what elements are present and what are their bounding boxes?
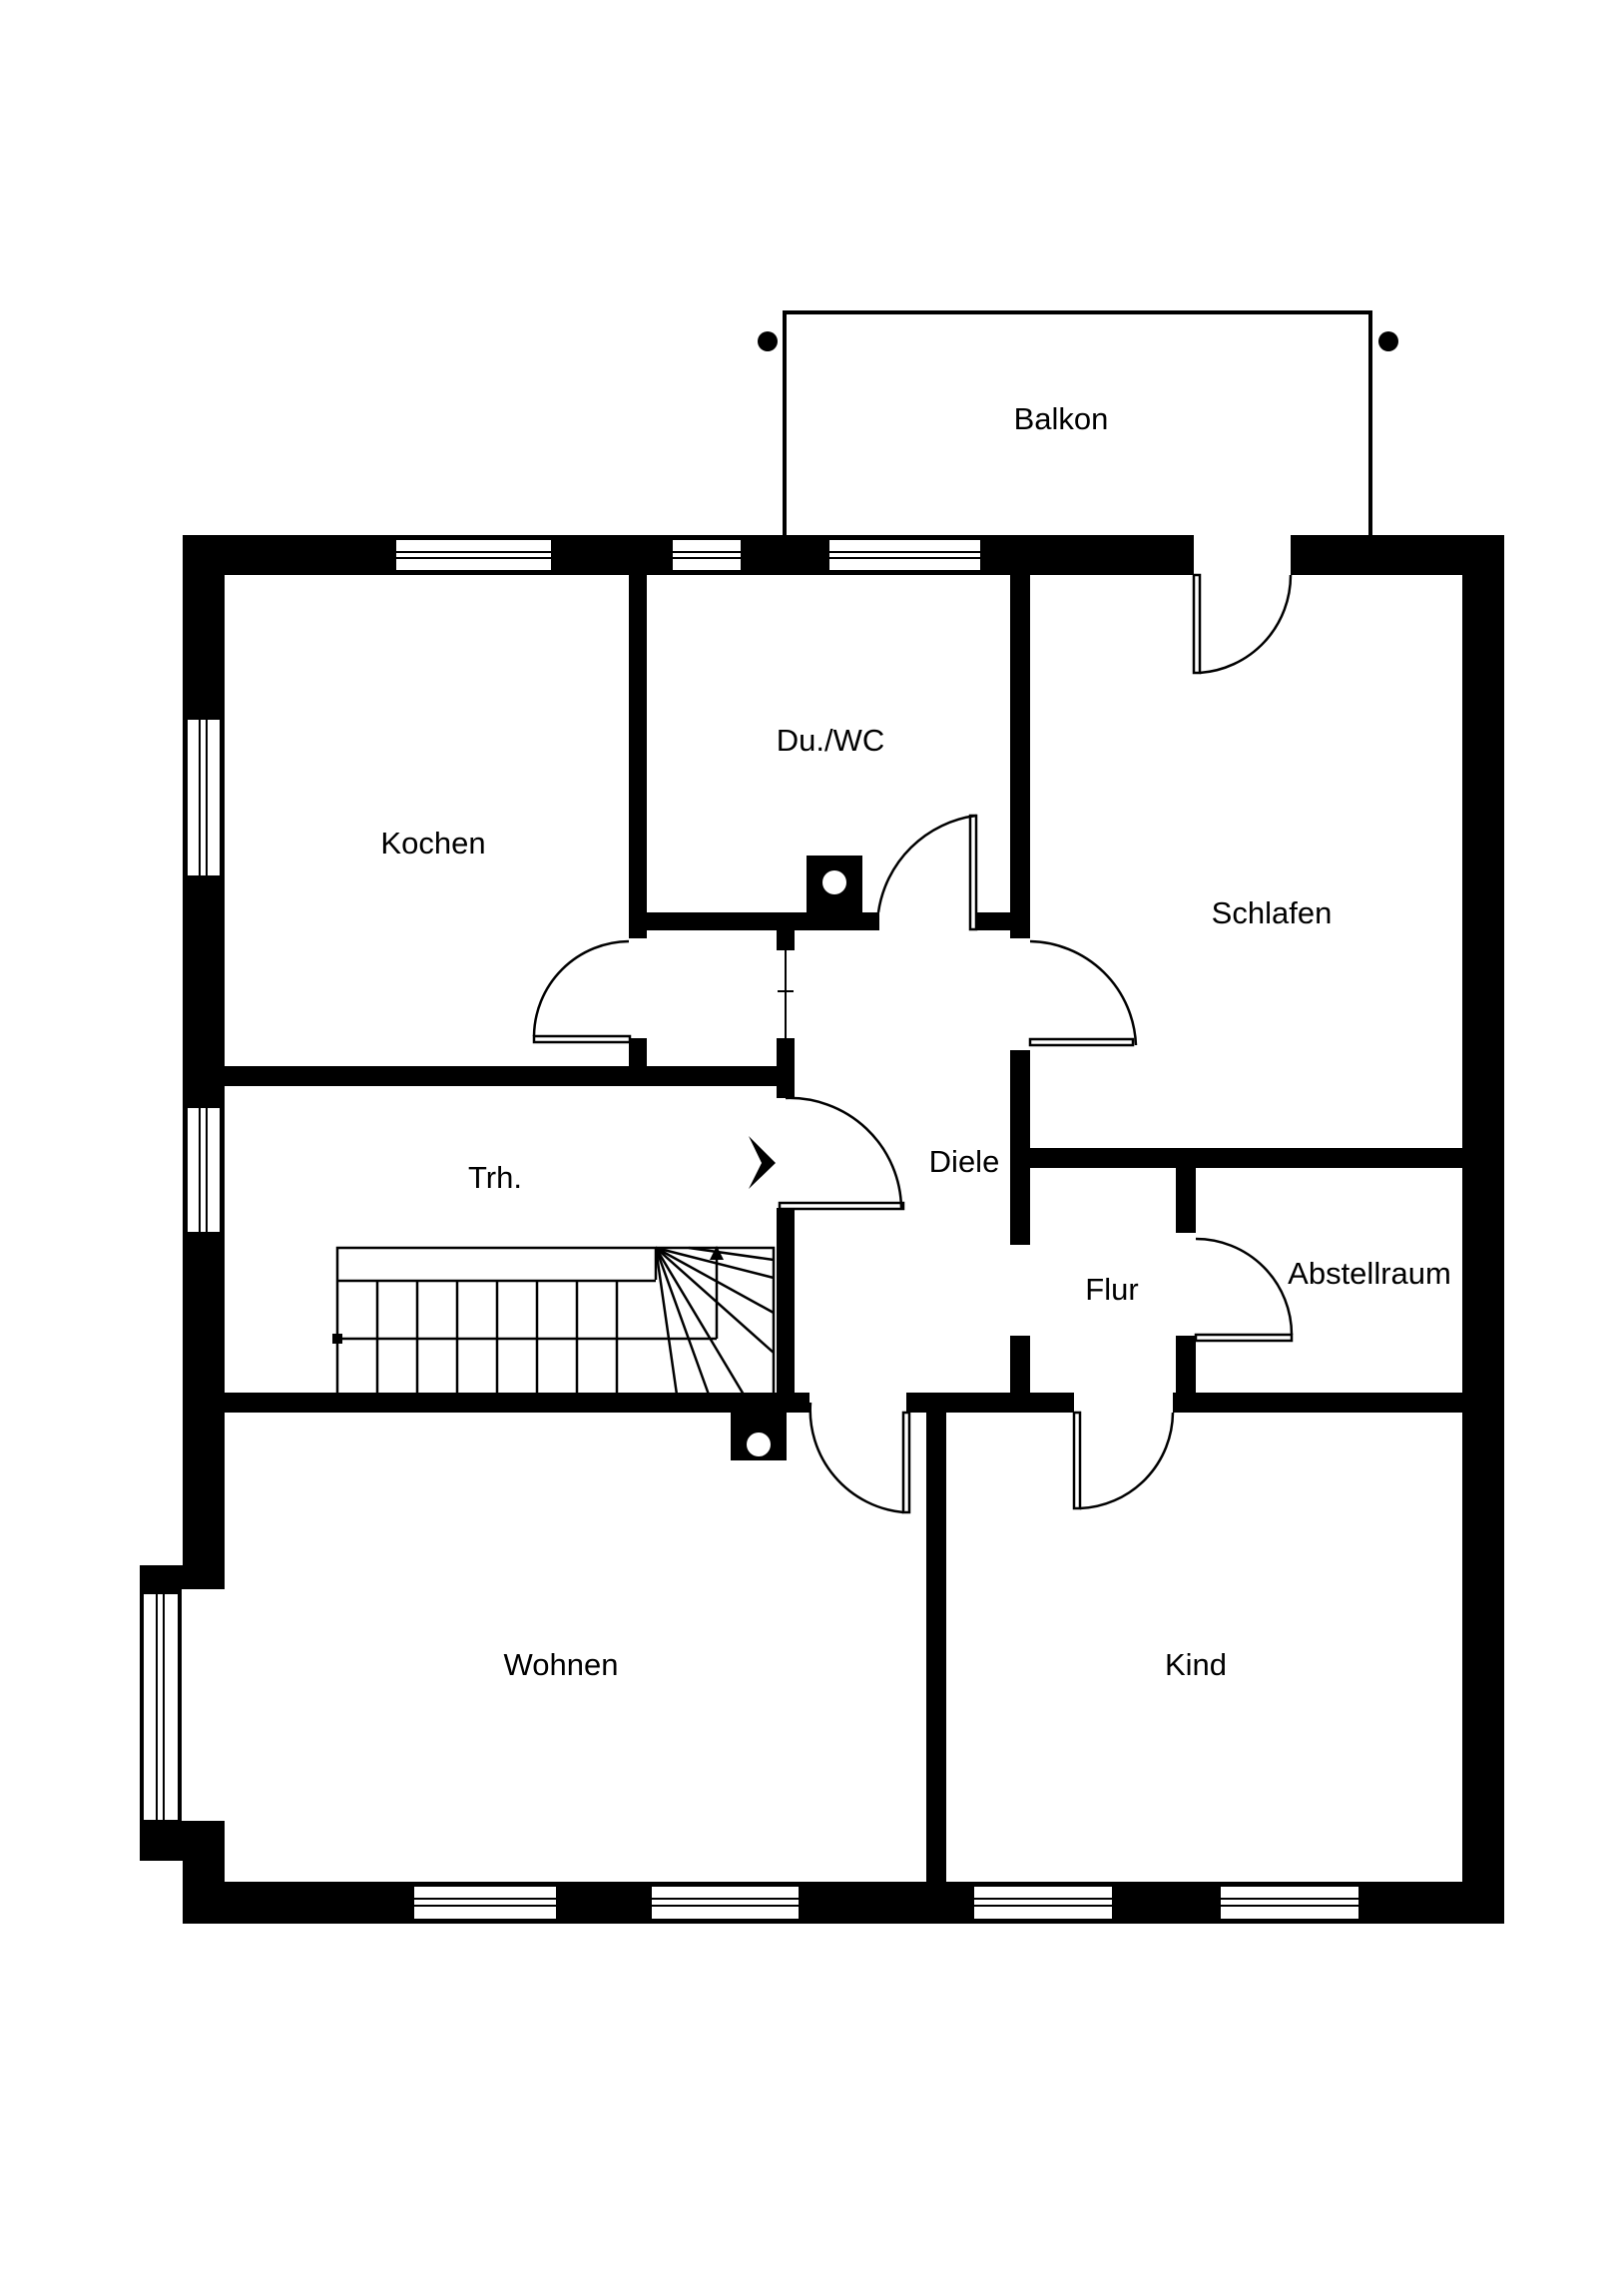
room-label-diele: Diele xyxy=(929,1144,1000,1179)
balcony-post-left xyxy=(758,331,778,351)
windows xyxy=(142,538,1360,1921)
room-label-kochen: Kochen xyxy=(380,826,485,861)
room-label-wohnen: Wohnen xyxy=(504,1647,619,1682)
partition-marks xyxy=(778,950,794,1038)
entrance-arrow-icon xyxy=(749,1136,776,1189)
chimney-flues xyxy=(747,870,846,1456)
staircase xyxy=(335,1246,776,1396)
balcony-post-right xyxy=(1378,331,1398,351)
room-label-abstellraum: Abstellraum xyxy=(1288,1256,1451,1291)
room-label-kind: Kind xyxy=(1165,1647,1227,1682)
stair-direction-arrow xyxy=(710,1246,724,1260)
doors xyxy=(532,573,1294,1514)
room-label-du-wc: Du./WC xyxy=(777,723,885,758)
room-label-trh: Trh. xyxy=(468,1160,522,1195)
balcony xyxy=(783,310,1372,536)
room-label-schlafen: Schlafen xyxy=(1212,895,1333,930)
stair-start-mark xyxy=(332,1334,342,1344)
room-label-balkon: Balkon xyxy=(1014,401,1109,436)
room-label-flur: Flur xyxy=(1085,1272,1138,1307)
interior-walls xyxy=(225,575,1462,1882)
